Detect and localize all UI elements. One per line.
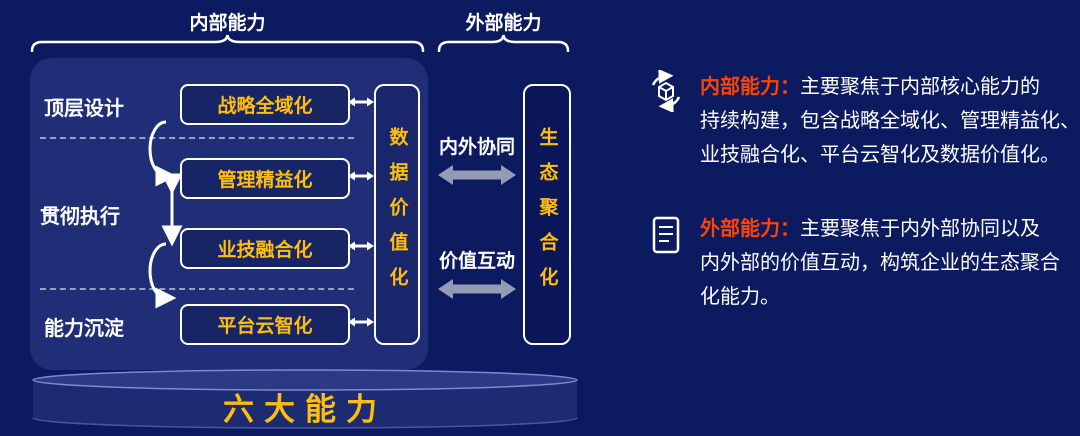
legend-external: 外部能力：主要聚焦于内外部协同以及 内外部的价值互动，构筑企业的生态聚合 化能力… xyxy=(700,212,1080,314)
legend-internal-text: 主要聚焦于内部核心能力的 持续构建，包含战略全域化、管理精益化、 业技融合化、平… xyxy=(700,76,1080,166)
stage-capability-accumulation: 能力沉淀 xyxy=(44,318,124,340)
capability-box-management: 管理精益化 xyxy=(180,158,350,199)
stage-execution: 贯彻执行 xyxy=(40,206,120,228)
internal-capability-panel xyxy=(30,58,428,370)
legend-internal: 内部能力：主要聚焦于内部核心能力的 持续构建，包含战略全域化、管理精益化、 业技… xyxy=(700,70,1080,172)
legend-external-text: 主要聚焦于内外部协同以及 内外部的价值互动，构筑企业的生态聚合 化能力。 xyxy=(700,218,1060,308)
checklist-icon xyxy=(652,216,680,254)
external-capability-brace-icon xyxy=(437,34,570,52)
platform-title: 六大能力 xyxy=(223,392,387,427)
legend-internal-title: 内部能力： xyxy=(700,76,800,98)
double-arrow-icon xyxy=(348,317,374,327)
double-arrow-icon xyxy=(348,171,374,181)
ecosystem-aggregation-box: 生态聚合化 xyxy=(523,84,571,345)
stage-top-design: 顶层设计 xyxy=(44,98,124,120)
wide-double-arrow-icon xyxy=(438,279,516,299)
double-arrow-icon xyxy=(348,241,374,251)
dashed-divider-top xyxy=(40,137,354,139)
internal-capability-brace-label: 内部能力 xyxy=(189,13,266,34)
capability-box-strategy: 战略全域化 xyxy=(180,84,350,125)
external-capability-brace-label: 外部能力 xyxy=(465,13,542,34)
dashed-divider-bottom xyxy=(40,288,354,290)
capability-box-platform-cloud: 平台云智化 xyxy=(180,304,350,345)
data-value-box: 数据价值化 xyxy=(374,84,420,345)
legend-external-title: 外部能力： xyxy=(700,218,800,240)
bridge-label-value-interaction: 价值互动 xyxy=(438,251,515,272)
internal-capability-brace-icon xyxy=(30,34,425,52)
capability-box-business-tech: 业技融合化 xyxy=(180,228,350,269)
cycle-cube-icon xyxy=(651,70,681,112)
double-arrow-icon xyxy=(348,97,374,107)
platform-cylinder xyxy=(32,369,578,429)
bridge-label-collaboration: 内外协同 xyxy=(438,137,515,158)
cycle-arrows-icon xyxy=(148,120,183,309)
wide-double-arrow-icon xyxy=(438,165,516,185)
